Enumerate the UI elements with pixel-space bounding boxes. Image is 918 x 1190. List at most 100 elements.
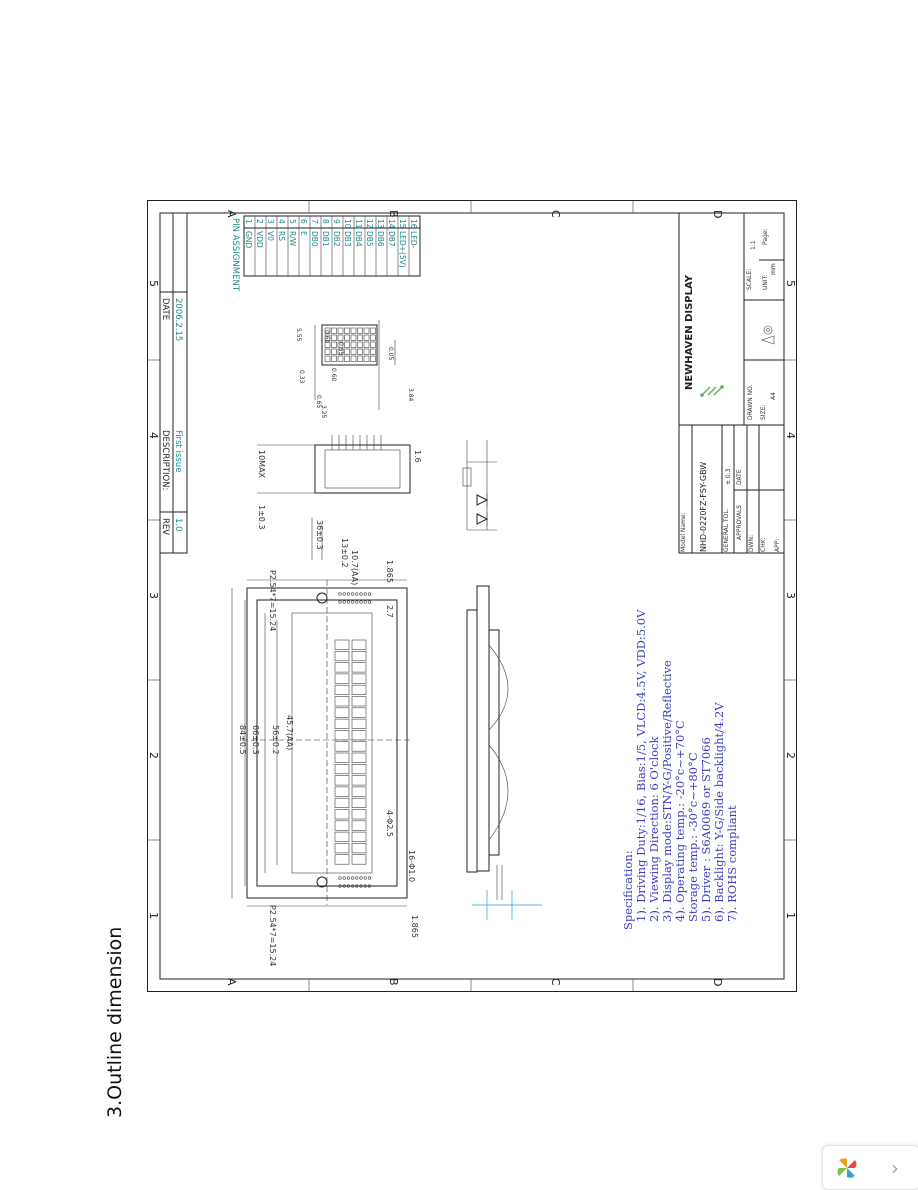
- pixel-dot: [331, 327, 337, 334]
- grid-number-1-left: 1: [147, 912, 160, 919]
- pixel-dot: [370, 334, 376, 341]
- pin-hole: [346, 600, 350, 604]
- pin-name: DB2: [332, 231, 341, 247]
- dim-char-w: 3.25: [320, 405, 327, 419]
- character-cell: [351, 797, 367, 809]
- dim-height: 36±0.3: [315, 520, 324, 550]
- dim-edge-bottom: 1.865: [410, 915, 419, 938]
- character-cell: [334, 797, 350, 809]
- backlight-schematic: [462, 440, 497, 531]
- general-tol: ± 0.3: [725, 468, 732, 485]
- pixel-dot: [324, 348, 331, 355]
- pixel-dot: [370, 341, 376, 348]
- grid-markers: A B C D A B C D 1 2 3 4 5 1 2 3 4 5: [147, 200, 797, 992]
- dim-dot-pitch-w: 0.65: [315, 395, 322, 409]
- pin-hole: [351, 600, 355, 604]
- character-cell: [334, 854, 350, 865]
- character-cell: [351, 730, 367, 741]
- character-cell: [334, 775, 350, 786]
- pixel-dot: [324, 355, 331, 362]
- pin-hole: [342, 600, 346, 604]
- pixel-dot: [324, 341, 331, 348]
- character-cell: [334, 786, 350, 797]
- pixel-dot: [337, 334, 344, 341]
- dim-outline-width: 84±0.5: [238, 725, 247, 755]
- spec-item-7: 7). ROHS compliant: [725, 805, 739, 922]
- newhaven-logo-icon: [700, 385, 724, 397]
- pin-hole: [355, 592, 359, 596]
- pixel-dot: [337, 355, 344, 362]
- pin-holes-top: [338, 592, 371, 604]
- dim-va-width: 56±0.2: [271, 725, 280, 755]
- model-label: Model Name:: [680, 512, 687, 552]
- pixel-dot: [357, 327, 363, 334]
- character-cell: [351, 831, 367, 842]
- pin-number: 13: [376, 219, 385, 229]
- grid-letter-d-top: D: [711, 210, 724, 218]
- company-name: NEWHAVEN DISPLAY: [684, 274, 695, 390]
- pin-hole: [351, 592, 355, 596]
- pixel-dot: [370, 355, 376, 362]
- pin-hole: [346, 884, 350, 888]
- pinwheel-logo-icon[interactable]: [823, 1146, 871, 1189]
- grid-letter-c-bottom: C: [549, 978, 562, 986]
- dim-thickness-max: 10MAX: [257, 450, 266, 479]
- pixel-dot: [350, 327, 357, 334]
- dim-pitch-bottom: P2.54*7=15.24: [268, 905, 277, 966]
- rev-header-description: DESCRIPTION:: [160, 430, 170, 490]
- pin-hole: [342, 876, 346, 880]
- character-cell: [351, 696, 367, 707]
- character-cell: [351, 775, 367, 786]
- pin-hole: [359, 876, 363, 880]
- pin-number: 3: [266, 219, 275, 224]
- character-cell: [334, 820, 350, 831]
- pixel-dot: [337, 341, 344, 348]
- pixel-dot: [363, 334, 370, 341]
- spec-title: Specification:: [621, 850, 635, 930]
- character-cell: [334, 763, 350, 775]
- page-label: Page:: [762, 228, 769, 245]
- pin-hole: [342, 884, 346, 888]
- pin-number: 7: [310, 219, 319, 224]
- character-cell: [334, 831, 350, 842]
- general-tol-label: GENERAL TOL.: [723, 508, 730, 552]
- pixel-dot: [350, 348, 357, 355]
- pin-number: 16: [409, 219, 418, 229]
- dim-bezel-width: 66±0.3: [251, 725, 260, 755]
- pin-hole: [363, 876, 367, 880]
- pixel-dot: [350, 341, 357, 348]
- model-name: NHD-0220FZ-FSY-GBW: [699, 462, 708, 552]
- spec-item-4: 4). Operating temp.: -20°c~+70°C: [673, 720, 687, 922]
- character-cells: [334, 639, 367, 865]
- pixel-dot: [331, 348, 337, 355]
- pin-hole: [363, 600, 367, 604]
- pin-hole: [346, 592, 350, 596]
- pin-hole: [359, 592, 363, 596]
- sheet-outer-border: [147, 200, 797, 992]
- pin-hole: [338, 600, 342, 604]
- pixel-dot: [370, 327, 376, 334]
- pin-name: DB5: [365, 231, 374, 247]
- pin-holes-bottom: [338, 876, 371, 888]
- pin-hole: [338, 884, 342, 888]
- grid-number-3-left: 3: [147, 592, 160, 599]
- title-block: NEWHAVEN DISPLAY Model Name: NHD-0220FZ-…: [678, 212, 785, 554]
- grid-number-4-right: 4: [784, 432, 797, 439]
- spec-item-3: 3). Display mode:STN/Y-G/Positive/Reflec…: [660, 660, 674, 922]
- chevron-right-icon[interactable]: ›: [891, 1155, 899, 1180]
- pin-hole: [355, 876, 359, 880]
- pixel-dot: [324, 327, 331, 334]
- dim-edge-top: 1.865: [385, 560, 394, 583]
- pixel-dot: [357, 334, 363, 341]
- dim-dot-w: 0.55: [337, 342, 344, 356]
- pin-assignment-title: PIN ASSIGNMENT: [230, 218, 240, 292]
- pin-number: 8: [321, 219, 330, 224]
- rev-number: 1.0: [173, 518, 183, 532]
- pin-hole: [351, 876, 355, 880]
- pin-number: 11: [354, 219, 363, 229]
- pin-name: DB6: [376, 231, 385, 247]
- character-cell: [351, 843, 367, 854]
- pin-hole: [342, 592, 346, 596]
- character-cell: [334, 696, 350, 707]
- pixel-dot: [337, 348, 344, 355]
